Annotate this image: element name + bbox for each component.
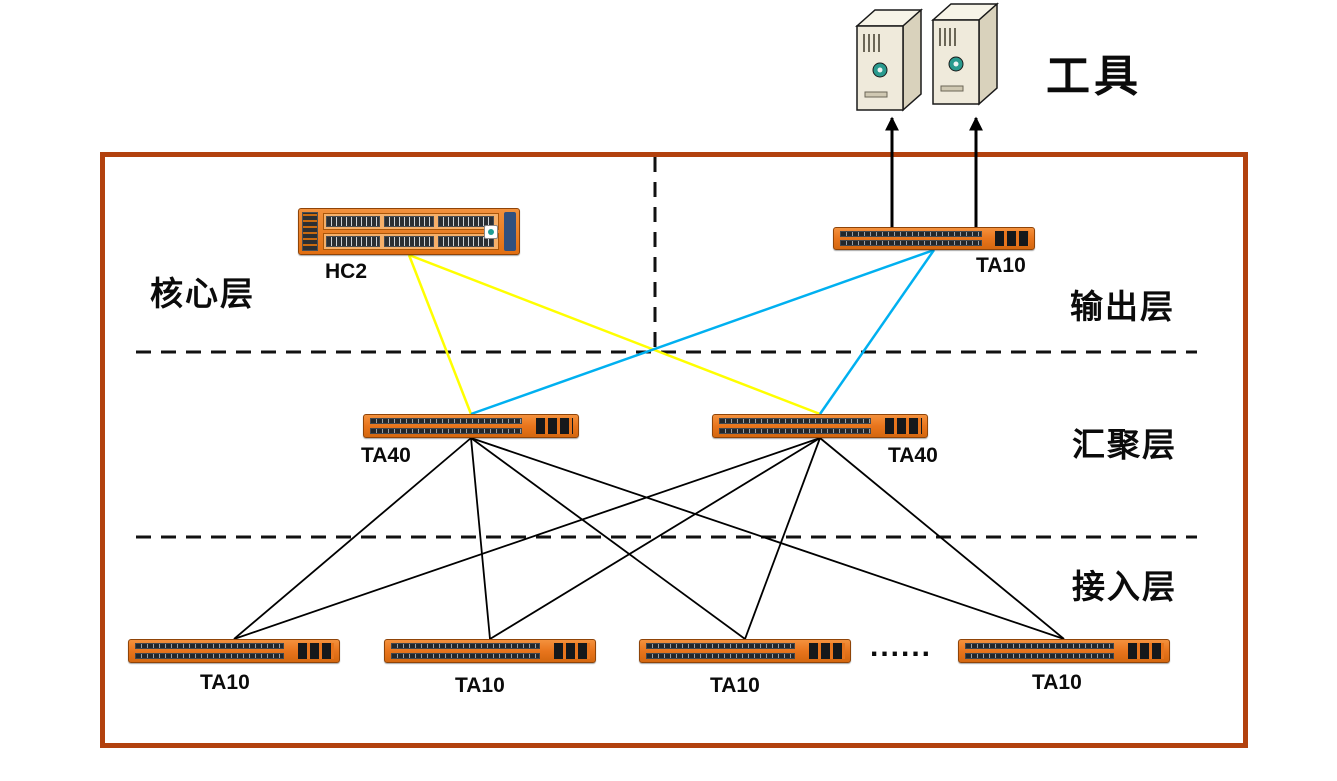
tools-label: 工具 [1046, 52, 1142, 101]
hc2-module-row [323, 233, 499, 250]
node-hc2 [298, 208, 520, 255]
port-row [965, 653, 1115, 659]
uplink-ports [995, 231, 1029, 246]
node-ta40-left [363, 414, 579, 438]
ta40-right-label: TA40 [888, 444, 938, 467]
port-row [391, 653, 541, 659]
node-ta10-access-3 [639, 639, 851, 663]
aggregation-layer-label: 汇聚层 [1072, 426, 1177, 463]
uplink-ports [536, 418, 573, 434]
more-switches-ellipsis: ...... [870, 630, 933, 663]
port-row [719, 428, 872, 434]
port-row [646, 643, 796, 649]
ta40-left-label: TA40 [361, 444, 411, 467]
port-row [840, 240, 982, 246]
hc2-label: HC2 [325, 260, 368, 283]
topology-frame [100, 152, 1248, 748]
uplink-ports [554, 643, 590, 659]
server-towers-icon [855, 2, 999, 112]
ta10-access-3-label: TA10 [710, 674, 760, 697]
uplink-ports [885, 418, 922, 434]
hc2-end-panel [504, 212, 516, 251]
port-row [370, 418, 523, 424]
access-layer-label: 接入层 [1072, 568, 1177, 605]
port-row [965, 643, 1115, 649]
port-row [370, 428, 523, 434]
ta10-output-label: TA10 [976, 254, 1026, 277]
uplink-ports [298, 643, 334, 659]
hc2-control-module [302, 212, 318, 251]
hc2-module-row [323, 213, 499, 230]
tool-servers [843, 2, 1011, 114]
uplink-ports [1128, 643, 1164, 659]
port-row [391, 643, 541, 649]
output-layer-label: 输出层 [1070, 288, 1175, 325]
port-row [719, 418, 872, 424]
core-layer-label: 核心层 [150, 275, 255, 312]
port-row [135, 643, 285, 649]
node-ta10-access-2 [384, 639, 596, 663]
port-row [646, 653, 796, 659]
port-row [135, 653, 285, 659]
node-ta10-access-4 [958, 639, 1170, 663]
ta10-access-4-label: TA10 [1032, 671, 1082, 694]
node-ta40-right [712, 414, 928, 438]
node-ta10-access-1 [128, 639, 340, 663]
node-ta10-output [833, 227, 1035, 250]
ta10-access-1-label: TA10 [200, 671, 250, 694]
port-row [840, 231, 982, 237]
gigamon-logo-icon [484, 225, 498, 239]
ta10-access-2-label: TA10 [455, 674, 505, 697]
uplink-ports [809, 643, 845, 659]
